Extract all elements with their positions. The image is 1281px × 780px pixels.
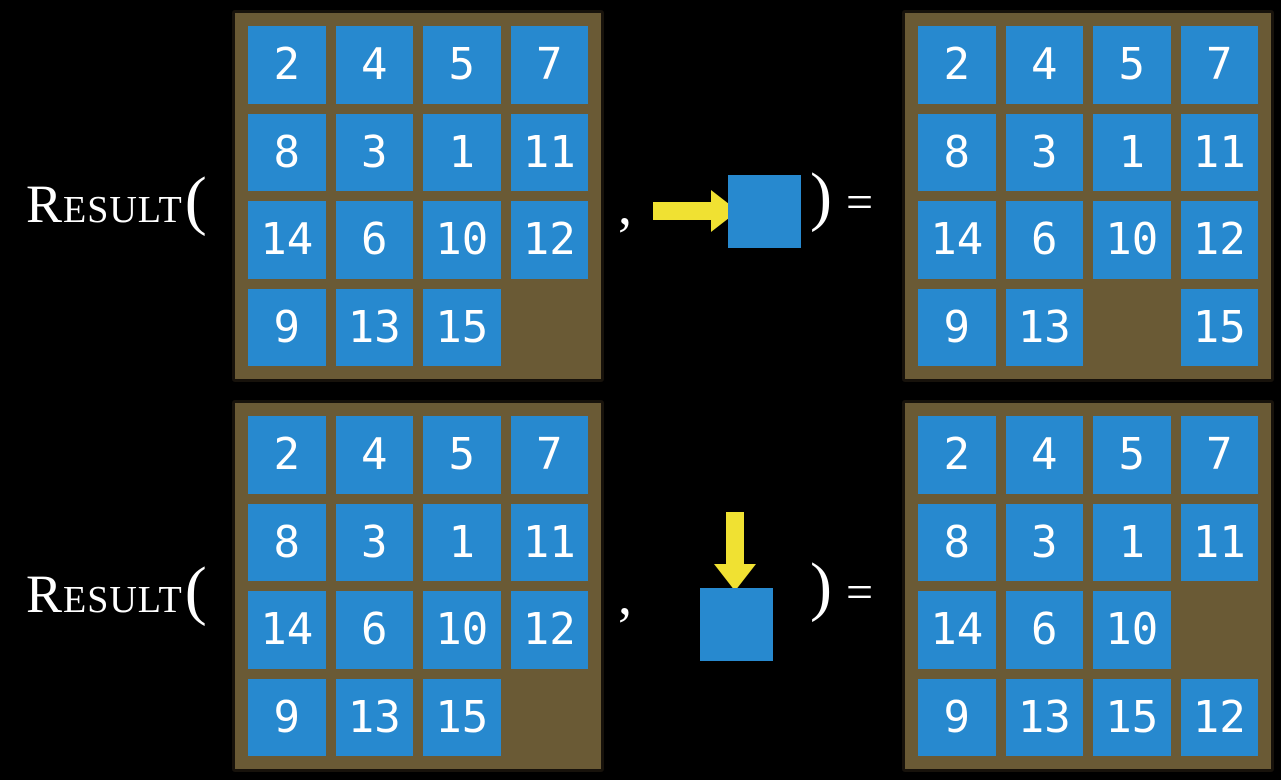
arrow-shaft [653,202,711,220]
tile-15: 15 [423,678,501,756]
tile-2: 2 [918,416,996,494]
action-tile-square [728,175,801,248]
close-paren-equals: ) = [810,554,873,620]
tile-4: 4 [335,26,413,104]
arrow-head [714,564,756,591]
tile-4: 4 [1005,26,1083,104]
tile-13: 13 [335,288,413,366]
tile-14: 14 [918,591,996,669]
tile-12: 12 [1180,201,1258,279]
tile-7: 7 [510,416,588,494]
function-name: Result [26,564,183,624]
tile-7: 7 [510,26,588,104]
tile-4: 4 [335,416,413,494]
tile-13: 13 [335,678,413,756]
tile-12: 12 [510,201,588,279]
tile-8: 8 [248,503,326,581]
tile-13: 13 [1005,288,1083,366]
arrow-shaft [726,512,744,564]
tile-11: 11 [510,503,588,581]
tile-7: 7 [1180,26,1258,104]
tile-6: 6 [335,201,413,279]
tile-9: 9 [248,288,326,366]
tile-8: 8 [918,113,996,191]
tile-3: 3 [335,113,413,191]
result-function-label: Result( [26,168,207,234]
action-tile-square [700,588,773,661]
tile-12: 12 [1180,678,1258,756]
tile-5: 5 [423,416,501,494]
equals-sign: = [845,176,874,229]
tile-5: 5 [1093,26,1171,104]
tile-8: 8 [248,113,326,191]
empty-cell [511,289,589,367]
tile-10: 10 [423,201,501,279]
tile-15: 15 [1180,288,1258,366]
tile-1: 1 [1093,503,1171,581]
tile-10: 10 [1093,201,1171,279]
tile-9: 9 [248,678,326,756]
close-paren: ) [810,160,832,233]
tile-5: 5 [423,26,501,104]
tile-3: 3 [1005,503,1083,581]
empty-cell [511,679,589,757]
tile-12: 12 [510,591,588,669]
tile-2: 2 [248,26,326,104]
open-paren: ( [184,554,207,627]
tile-6: 6 [335,591,413,669]
empty-cell [1093,289,1171,367]
tile-2: 2 [248,416,326,494]
tile-11: 11 [1180,113,1258,191]
tile-9: 9 [918,288,996,366]
tile-14: 14 [918,201,996,279]
comma-separator: , [618,175,632,237]
tile-11: 11 [1180,503,1258,581]
tile-9: 9 [918,678,996,756]
function-name: Result [26,174,183,234]
tile-11: 11 [510,113,588,191]
tile-14: 14 [248,591,326,669]
close-paren-equals: ) = [810,164,873,230]
slide-down-arrow-icon [714,512,756,591]
tile-1: 1 [423,503,501,581]
tile-14: 14 [248,201,326,279]
tile-10: 10 [423,591,501,669]
tile-5: 5 [1093,416,1171,494]
tile-1: 1 [1093,113,1171,191]
result-function-label: Result( [26,558,207,624]
tile-6: 6 [1005,591,1083,669]
close-paren: ) [810,550,832,623]
empty-cell [1181,591,1259,669]
tile-7: 7 [1180,416,1258,494]
tile-15: 15 [1093,678,1171,756]
tile-15: 15 [423,288,501,366]
equals-sign: = [845,566,874,619]
tile-13: 13 [1005,678,1083,756]
tile-3: 3 [1005,113,1083,191]
comma-separator: , [618,565,632,627]
tile-4: 4 [1005,416,1083,494]
open-paren: ( [184,164,207,237]
slide-right-arrow-icon [653,190,738,232]
tile-10: 10 [1093,591,1171,669]
tile-6: 6 [1005,201,1083,279]
tile-2: 2 [918,26,996,104]
tile-8: 8 [918,503,996,581]
tile-3: 3 [335,503,413,581]
tile-1: 1 [423,113,501,191]
